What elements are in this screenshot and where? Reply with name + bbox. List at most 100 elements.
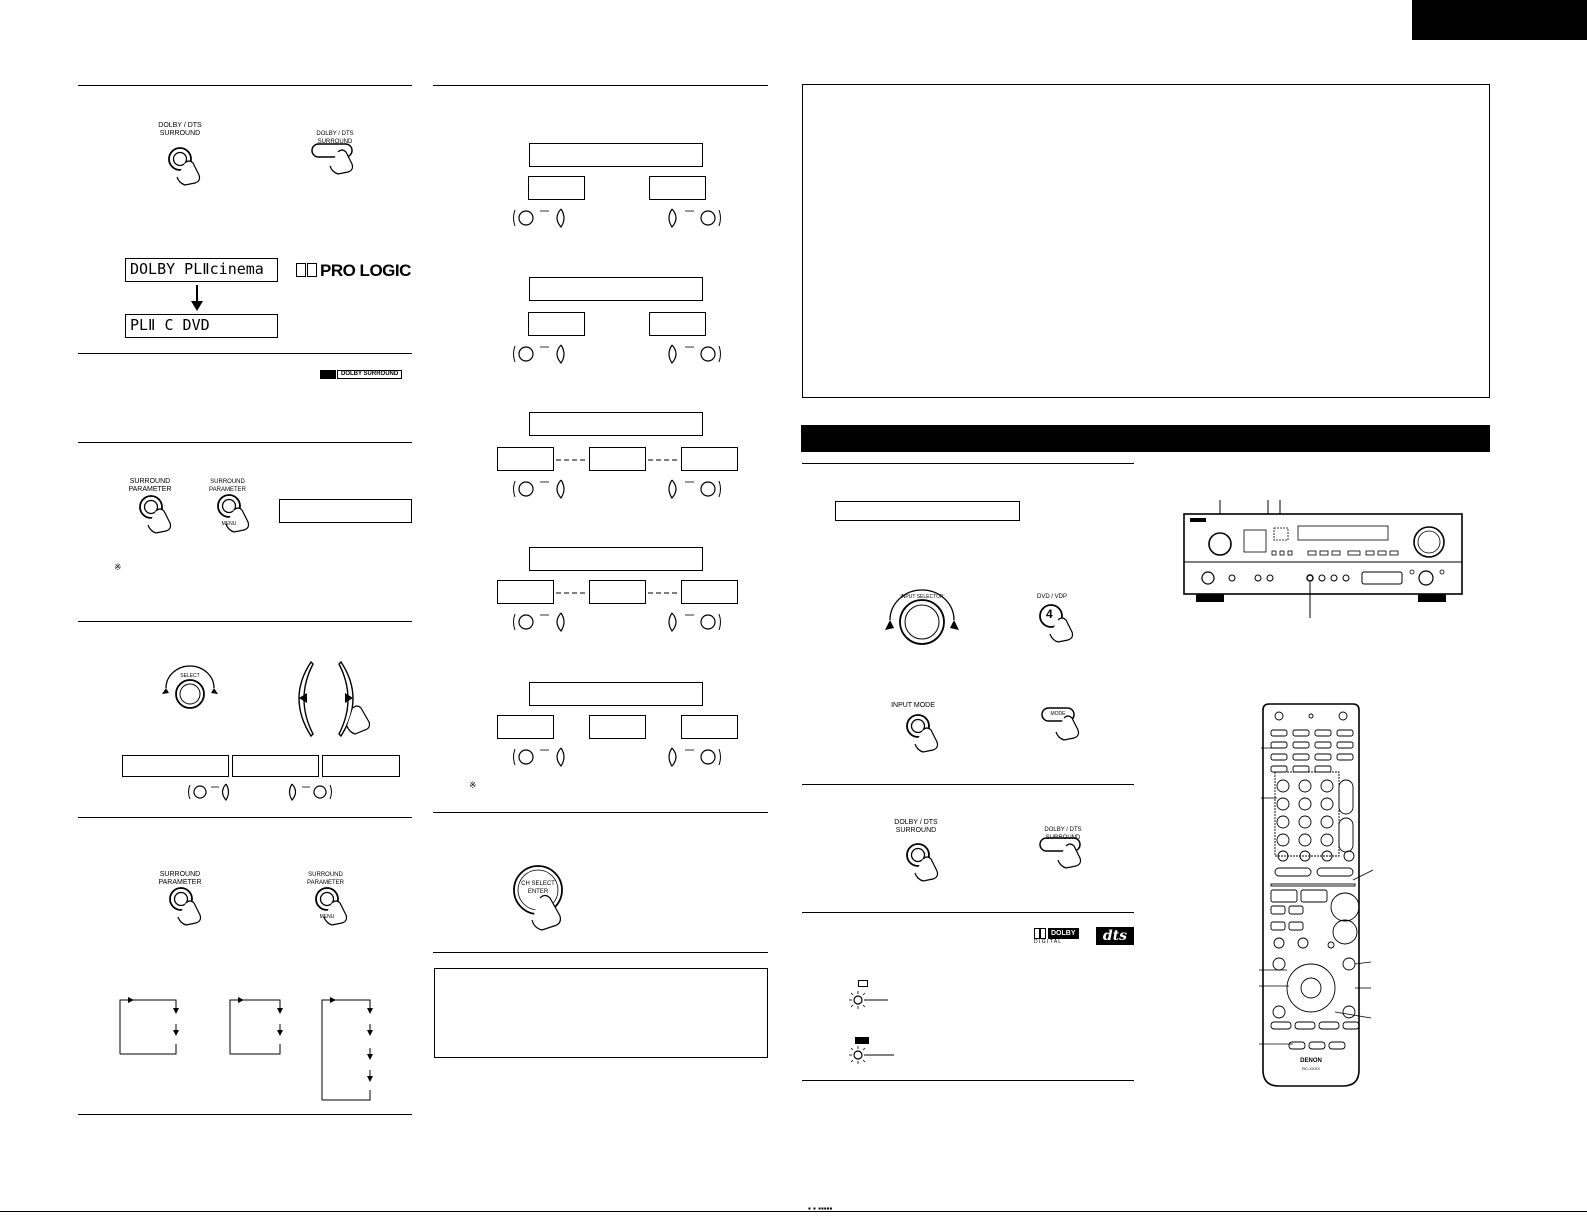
- col1-rule-5: [78, 817, 412, 818]
- col1-rule-3: [78, 442, 412, 443]
- dash-connectors-4: [556, 592, 680, 594]
- dolby-dts-main-button-icon[interactable]: [165, 145, 215, 186]
- param-left-5: [497, 715, 554, 739]
- input-mode-main-button-icon[interactable]: [903, 712, 953, 753]
- note-mark-2: ※: [469, 780, 477, 790]
- dolby-dts-remote-button-icon-2[interactable]: [1038, 836, 1098, 876]
- cursor-right-button-icon[interactable]: [335, 660, 385, 740]
- mode-box-3: [322, 755, 400, 777]
- surround-parameter-remote-button-icon-2[interactable]: [312, 885, 362, 930]
- mode-box-1: [122, 755, 229, 777]
- menu-sub-label-2: MENU: [319, 914, 335, 920]
- mode-remote-button-icon[interactable]: [1040, 706, 1100, 746]
- turn-left-icon-g5: [513, 747, 565, 767]
- cycle-diagram-1: [119, 997, 179, 1055]
- param-mid-5: [589, 715, 646, 739]
- select-dial-label: SELECT: [180, 673, 200, 679]
- input-mode-label: INPUT MODE: [891, 702, 935, 709]
- select-dial-icon[interactable]: [160, 665, 220, 718]
- surround-parameter-remote-button-icon[interactable]: [214, 492, 264, 537]
- mode-box-2: [232, 755, 319, 777]
- turn-left-icon: [188, 783, 230, 802]
- input-selector-label: INPUT SELECTOR: [900, 594, 944, 600]
- col2-rule-3: [433, 952, 768, 953]
- col1-top-rule: [78, 85, 412, 86]
- cursor-left-button-icon[interactable]: [285, 660, 315, 740]
- turn-right-icon-g5: [668, 747, 721, 767]
- param-right-3: [681, 447, 738, 471]
- param-display-3: [529, 412, 703, 436]
- page-bottom-rule: [0, 1211, 1587, 1212]
- col1-rule-4: [78, 621, 412, 622]
- surround-parameter-main-button-icon-2[interactable]: [166, 885, 216, 926]
- corner-tab: [1412, 0, 1587, 40]
- receiver-front-panel-illustration: [1183, 500, 1463, 618]
- col3-rule-3: [802, 912, 1134, 913]
- param-left-3: [497, 447, 554, 471]
- dolby-dts-main-button-icon-2[interactable]: [903, 841, 953, 882]
- turn-right-icon-g4: [668, 612, 721, 632]
- lcd-display-bottom: PLⅡ C DVD: [125, 314, 278, 338]
- turn-right-icon-g3: [668, 479, 721, 499]
- turn-left-icon-g2: [513, 344, 565, 364]
- param-mid-4: [589, 580, 646, 604]
- lamp-lit-icon-1: [849, 991, 888, 1009]
- col1-bottom-rule: [78, 1114, 412, 1115]
- dolby-surround-logo: DOLBY SURROUND: [320, 370, 403, 379]
- turn-left-icon-g3: [513, 479, 565, 499]
- param-left-2: [528, 312, 585, 336]
- page-bottom-marks: ▪ ▪ ▪▪▪▪▪: [808, 1204, 833, 1213]
- turn-right-icon-g1: [668, 208, 721, 228]
- dvd-vdp-label: DVD / VDP: [1036, 594, 1067, 600]
- note-box: [434, 968, 768, 1058]
- input-selector-dial-icon[interactable]: [882, 589, 962, 650]
- lamp-lit-icon-2: [849, 1046, 894, 1064]
- parameter-display-box: [279, 499, 412, 523]
- menu-sub-label: MENU: [221, 521, 237, 527]
- remote-brand-text: DENON: [1300, 1058, 1322, 1064]
- param-left-4: [497, 580, 554, 604]
- param-display-2: [529, 277, 703, 301]
- dolby-digital-logo: DOLBY D I G I T A L: [1034, 928, 1084, 946]
- dolby-indicator-icon: [858, 980, 868, 987]
- cycle-diagram-3: [321, 997, 373, 1101]
- param-display-5: [529, 682, 703, 706]
- dts-logo: dts: [1096, 927, 1134, 945]
- turn-left-icon-g1: [513, 208, 565, 228]
- param-left-1: [528, 176, 585, 200]
- note-mark: ※: [114, 562, 122, 572]
- pro-logic-logo: PRO LOGIC: [296, 261, 411, 281]
- remote-model-text: RC-XXXX: [1302, 1066, 1320, 1071]
- dvd-vdp-number: 4: [1046, 607, 1053, 621]
- turn-left-icon-g4: [513, 612, 565, 632]
- dolby-dts-remote-button-icon[interactable]: [310, 142, 370, 182]
- param-right-5: [681, 715, 738, 739]
- param-right-1: [649, 176, 706, 200]
- ch-select-enter-button-icon[interactable]: [510, 862, 580, 934]
- section-header-bar: [801, 425, 1490, 452]
- col2-rule-2: [433, 812, 768, 813]
- col2-top-rule: [433, 85, 768, 86]
- param-right-2: [649, 312, 706, 336]
- param-right-4: [681, 580, 738, 604]
- lcd-display-top: DOLBY PLⅡcinema: [125, 258, 278, 282]
- surround-parameter-main-button-icon[interactable]: [136, 493, 186, 534]
- dvd-vdp-4-button-icon[interactable]: [1036, 602, 1096, 647]
- dash-connectors-3: [556, 459, 680, 461]
- param-display-4: [529, 547, 703, 571]
- mode-remote-label: MODE: [1050, 711, 1066, 717]
- remote-control-illustration: DENON RC-XXXX: [1259, 703, 1374, 1087]
- col3-rule-2: [802, 784, 1134, 785]
- col3-rule-1: [802, 463, 1134, 464]
- turn-right-icon-g2: [668, 344, 721, 364]
- cycle-diagram-2: [229, 997, 283, 1055]
- param-mid-3: [589, 447, 646, 471]
- col3-bottom-rule: [802, 1080, 1134, 1081]
